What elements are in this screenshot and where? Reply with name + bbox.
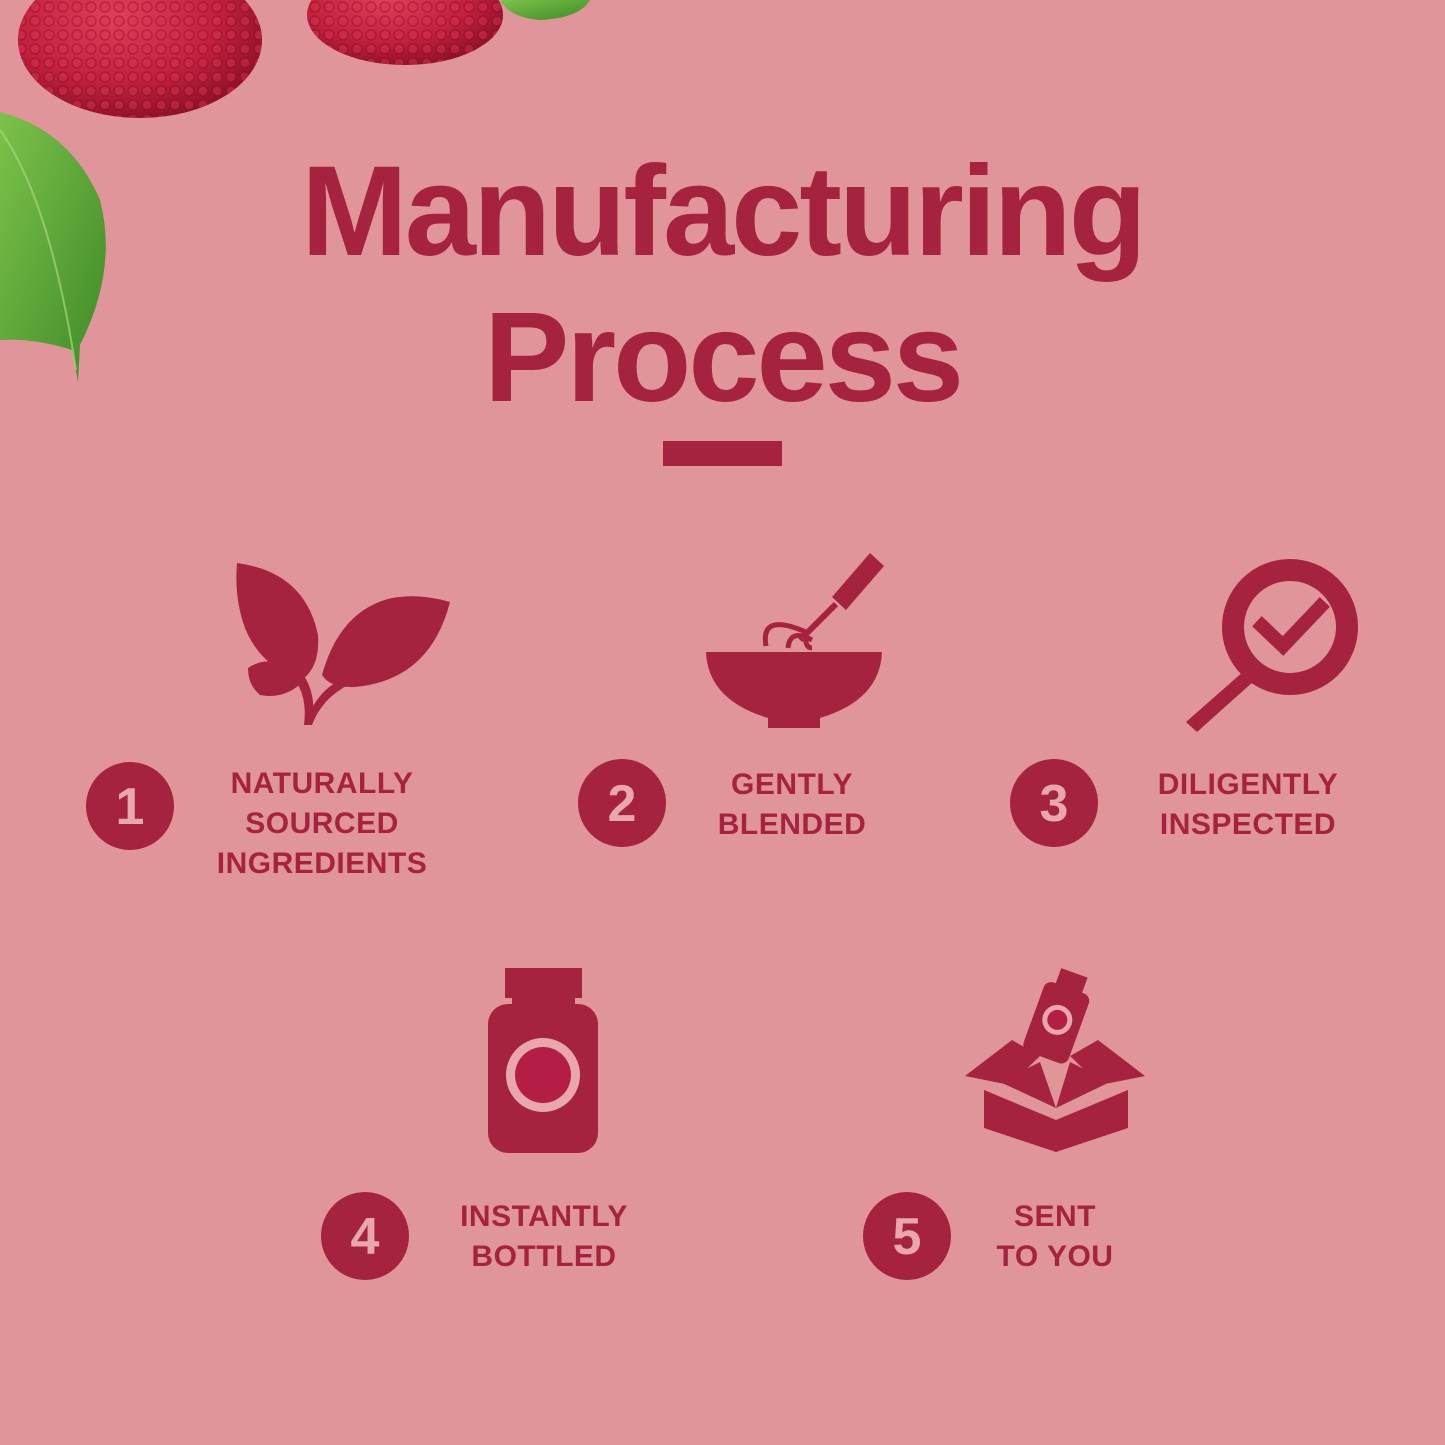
step-number-badge-1: 1 (86, 762, 174, 850)
step-4-label: INSTANTLY BOTTLED (420, 1197, 668, 1277)
step-number-badge-5: 5 (863, 1192, 951, 1280)
step-3-label: DILIGENTLY INSPECTED (1118, 765, 1378, 845)
step-badges: 1 2 3 4 5 (86, 759, 1098, 1280)
side-leaf (0, 112, 106, 382)
raspberry-leaf-decoration (0, 0, 590, 382)
page-title-line-2: Process (483, 286, 964, 429)
step-1-label-line-1: NATURALLY (230, 767, 414, 800)
step-5-label: SENT TO YOU (960, 1197, 1150, 1277)
step-number-badge-4: 4 (321, 1192, 409, 1280)
title-divider (663, 441, 782, 466)
step-number-4: 4 (351, 1208, 380, 1266)
sprout-leaves-icon (236, 563, 450, 725)
raspberry-right (307, 0, 503, 65)
step-1-label: NATURALLY SOURCED INGREDIENTS (172, 764, 472, 884)
step-4-label-line-2: BOTTLED (471, 1240, 617, 1273)
step-1-label-line-2: SOURCED (245, 807, 399, 840)
step-number-2: 2 (608, 775, 637, 833)
step-number-1: 1 (116, 778, 145, 836)
step-2-label-line-2: BLENDED (717, 808, 867, 841)
magnifier-check-icon (1186, 559, 1358, 732)
step-number-5: 5 (893, 1208, 922, 1266)
step-number-3: 3 (1040, 775, 1069, 833)
step-5-label-line-1: SENT (1013, 1200, 1096, 1233)
mixing-bowl-whisk-icon (706, 553, 884, 728)
raspberry-left (18, 0, 262, 118)
step-3-label-line-2: INSPECTED (1159, 808, 1337, 841)
step-3-label-line-1: DILIGENTLY (1157, 768, 1339, 801)
top-leaf (500, 0, 590, 20)
box-with-bottle-icon (965, 968, 1145, 1152)
step-2-label-line-1: GENTLY (731, 768, 853, 801)
step-2-label: GENTLY BLENDED (672, 765, 912, 845)
step-1-label-line-3: INGREDIENTS (216, 847, 428, 880)
step-4-label-line-1: INSTANTLY (460, 1200, 628, 1233)
step-5-label-line-2: TO YOU (996, 1240, 1114, 1273)
page-title-line-1: Manufacturing (301, 140, 1147, 283)
step-number-badge-2: 2 (578, 759, 666, 847)
step-number-badge-3: 3 (1010, 759, 1098, 847)
supplement-bottle-icon (488, 968, 598, 1153)
